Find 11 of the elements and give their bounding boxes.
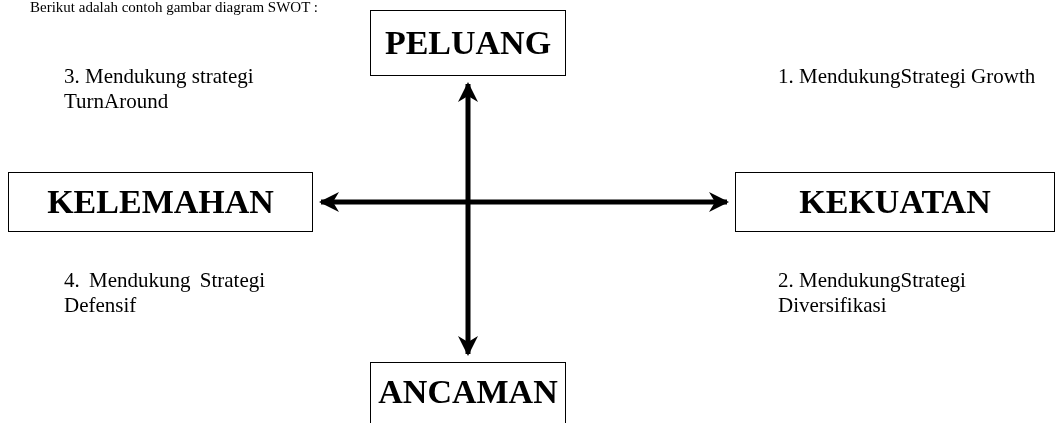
quadrant-note: 1. MendukungStrategi Growth: [778, 64, 1037, 89]
double-arrow: [458, 82, 478, 356]
quadrant-note: 2. MendukungStrategi Diversifikasi: [778, 268, 967, 318]
quadrant-note: 3. Mendukung strategi TurnAround: [64, 64, 255, 114]
text-box: ANCAMAN: [370, 362, 566, 423]
quadrant-note: 4. Mendukung Strategi Defensif: [64, 268, 267, 318]
note-text: Berikut adalah contoh gambar diagram SWOT :: [30, 0, 319, 16]
double-arrow: [319, 192, 729, 212]
text-box: KELEMAHAN: [8, 172, 313, 232]
text-box: PELUANG: [370, 10, 566, 76]
text-box: KEKUATAN: [735, 172, 1055, 232]
